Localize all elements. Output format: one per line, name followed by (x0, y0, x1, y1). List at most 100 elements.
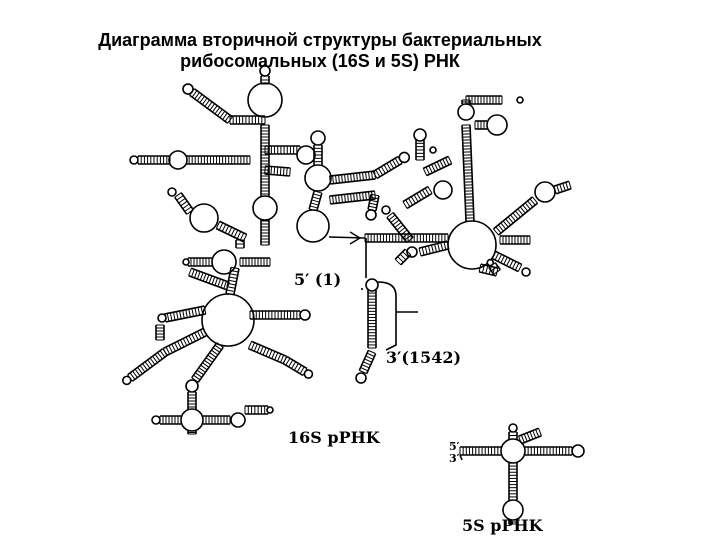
helix-stem (202, 415, 231, 425)
hairpin-loop (252, 195, 278, 221)
title-line-1: Диаграмма вторичной структуры бактериаль… (98, 30, 542, 50)
hairpin-loop (571, 444, 585, 458)
hairpin-loop (266, 406, 274, 414)
helix-stem (127, 348, 168, 382)
helix-stem (461, 124, 475, 222)
helix-stem (329, 170, 376, 185)
hairpin-loop (310, 130, 326, 146)
hairpin-loop (303, 369, 314, 379)
hairpin-loop (296, 209, 330, 243)
helix-stem (187, 257, 213, 267)
hairpin-loop (121, 375, 132, 386)
helix-stem (244, 405, 269, 415)
hairpin-loop (365, 209, 377, 221)
hairpin-loop (185, 379, 199, 393)
rna-16s-structure (121, 65, 572, 435)
hairpin-loop (189, 203, 219, 233)
helix-stem (499, 235, 531, 245)
helix-stem (282, 355, 308, 377)
hairpin-loop (182, 258, 190, 266)
helix-stem (235, 239, 245, 249)
helix-stem (465, 95, 503, 105)
helix-stem (191, 342, 224, 383)
helix-stem (313, 144, 323, 166)
five-prime-end-label: 5′ (1) (294, 270, 342, 289)
hairpin-loop (304, 164, 332, 192)
three-prime-5s-label: 3′ (449, 452, 460, 465)
backbone-strand (459, 454, 463, 461)
helix-stem (367, 289, 377, 349)
helix-stem (179, 155, 251, 165)
hairpin-loop (167, 187, 177, 197)
hairpin-loop (230, 412, 246, 428)
hairpin-loop (433, 180, 453, 200)
hairpin-loop (151, 415, 161, 425)
helix-stem (229, 115, 266, 125)
hairpin-loop (355, 372, 367, 384)
helix-stem (508, 431, 518, 440)
three-prime-end-label: 3′(1542) (386, 348, 462, 367)
diagram-title: Диаграмма вторичной структуры бактериаль… (40, 30, 600, 72)
helix-stem (249, 310, 301, 320)
helix-stem (418, 240, 450, 257)
helix-stem (260, 124, 270, 246)
backbone-strand (377, 281, 397, 351)
helix-stem (459, 446, 502, 456)
hairpin-loop (247, 82, 283, 118)
hairpin-loop (413, 128, 427, 142)
helix-stem (189, 88, 233, 124)
rna-5s-label: 5S pPHK (462, 516, 543, 535)
helix-stem (239, 257, 271, 267)
helix-stem (524, 446, 573, 456)
helix-stem (264, 165, 291, 177)
hairpin-loop (259, 65, 271, 77)
helix-stem (264, 145, 301, 155)
helix-stem (491, 250, 523, 273)
helix-stem (308, 190, 323, 212)
helix-stem (159, 415, 182, 425)
hairpin-loop (508, 423, 518, 433)
helix-stem (518, 427, 542, 445)
hairpin-loop (168, 150, 188, 170)
hairpin-loop (180, 408, 204, 432)
helix-stem (187, 430, 197, 435)
arrow-head-5prime (349, 231, 362, 245)
helix-stem (508, 462, 518, 501)
helix-stem (394, 248, 412, 266)
hairpin-loop (296, 145, 316, 165)
hairpin-loop (201, 293, 255, 347)
hairpin-loop (182, 83, 194, 95)
helix-stem (372, 155, 403, 180)
helix-stem (402, 185, 433, 210)
hairpin-loop (381, 205, 391, 215)
hairpin-loop (406, 246, 418, 258)
hairpin-loop (157, 313, 167, 323)
helix-stem (162, 327, 208, 357)
hairpin-loop (486, 258, 495, 267)
hairpin-loop (129, 155, 139, 165)
hairpin-loop (521, 267, 531, 277)
helix-stem (163, 305, 207, 323)
helix-stem (137, 155, 171, 165)
helix-stem (367, 193, 380, 212)
helix-stem (174, 192, 194, 215)
helix-stem (215, 220, 248, 243)
five-prime-5s-label: 5′ (449, 440, 460, 453)
rna-16s-label: 16S pPHK (288, 428, 380, 447)
helix-stem (155, 324, 165, 341)
hairpin-loop (299, 309, 311, 321)
helix-stem (474, 120, 488, 130)
helix-stem (415, 139, 425, 161)
rna-5s-structure (459, 423, 585, 525)
helix-stem (553, 180, 572, 195)
helix-stem (492, 196, 539, 236)
hairpin-loop (429, 146, 437, 154)
hairpin-loop (365, 278, 379, 292)
helix-stem (329, 190, 376, 205)
hairpin-loop (486, 114, 508, 136)
helix-stem (508, 519, 518, 525)
helix-stem (247, 340, 288, 365)
hairpin-loop (457, 103, 475, 121)
helix-stem (422, 155, 453, 177)
